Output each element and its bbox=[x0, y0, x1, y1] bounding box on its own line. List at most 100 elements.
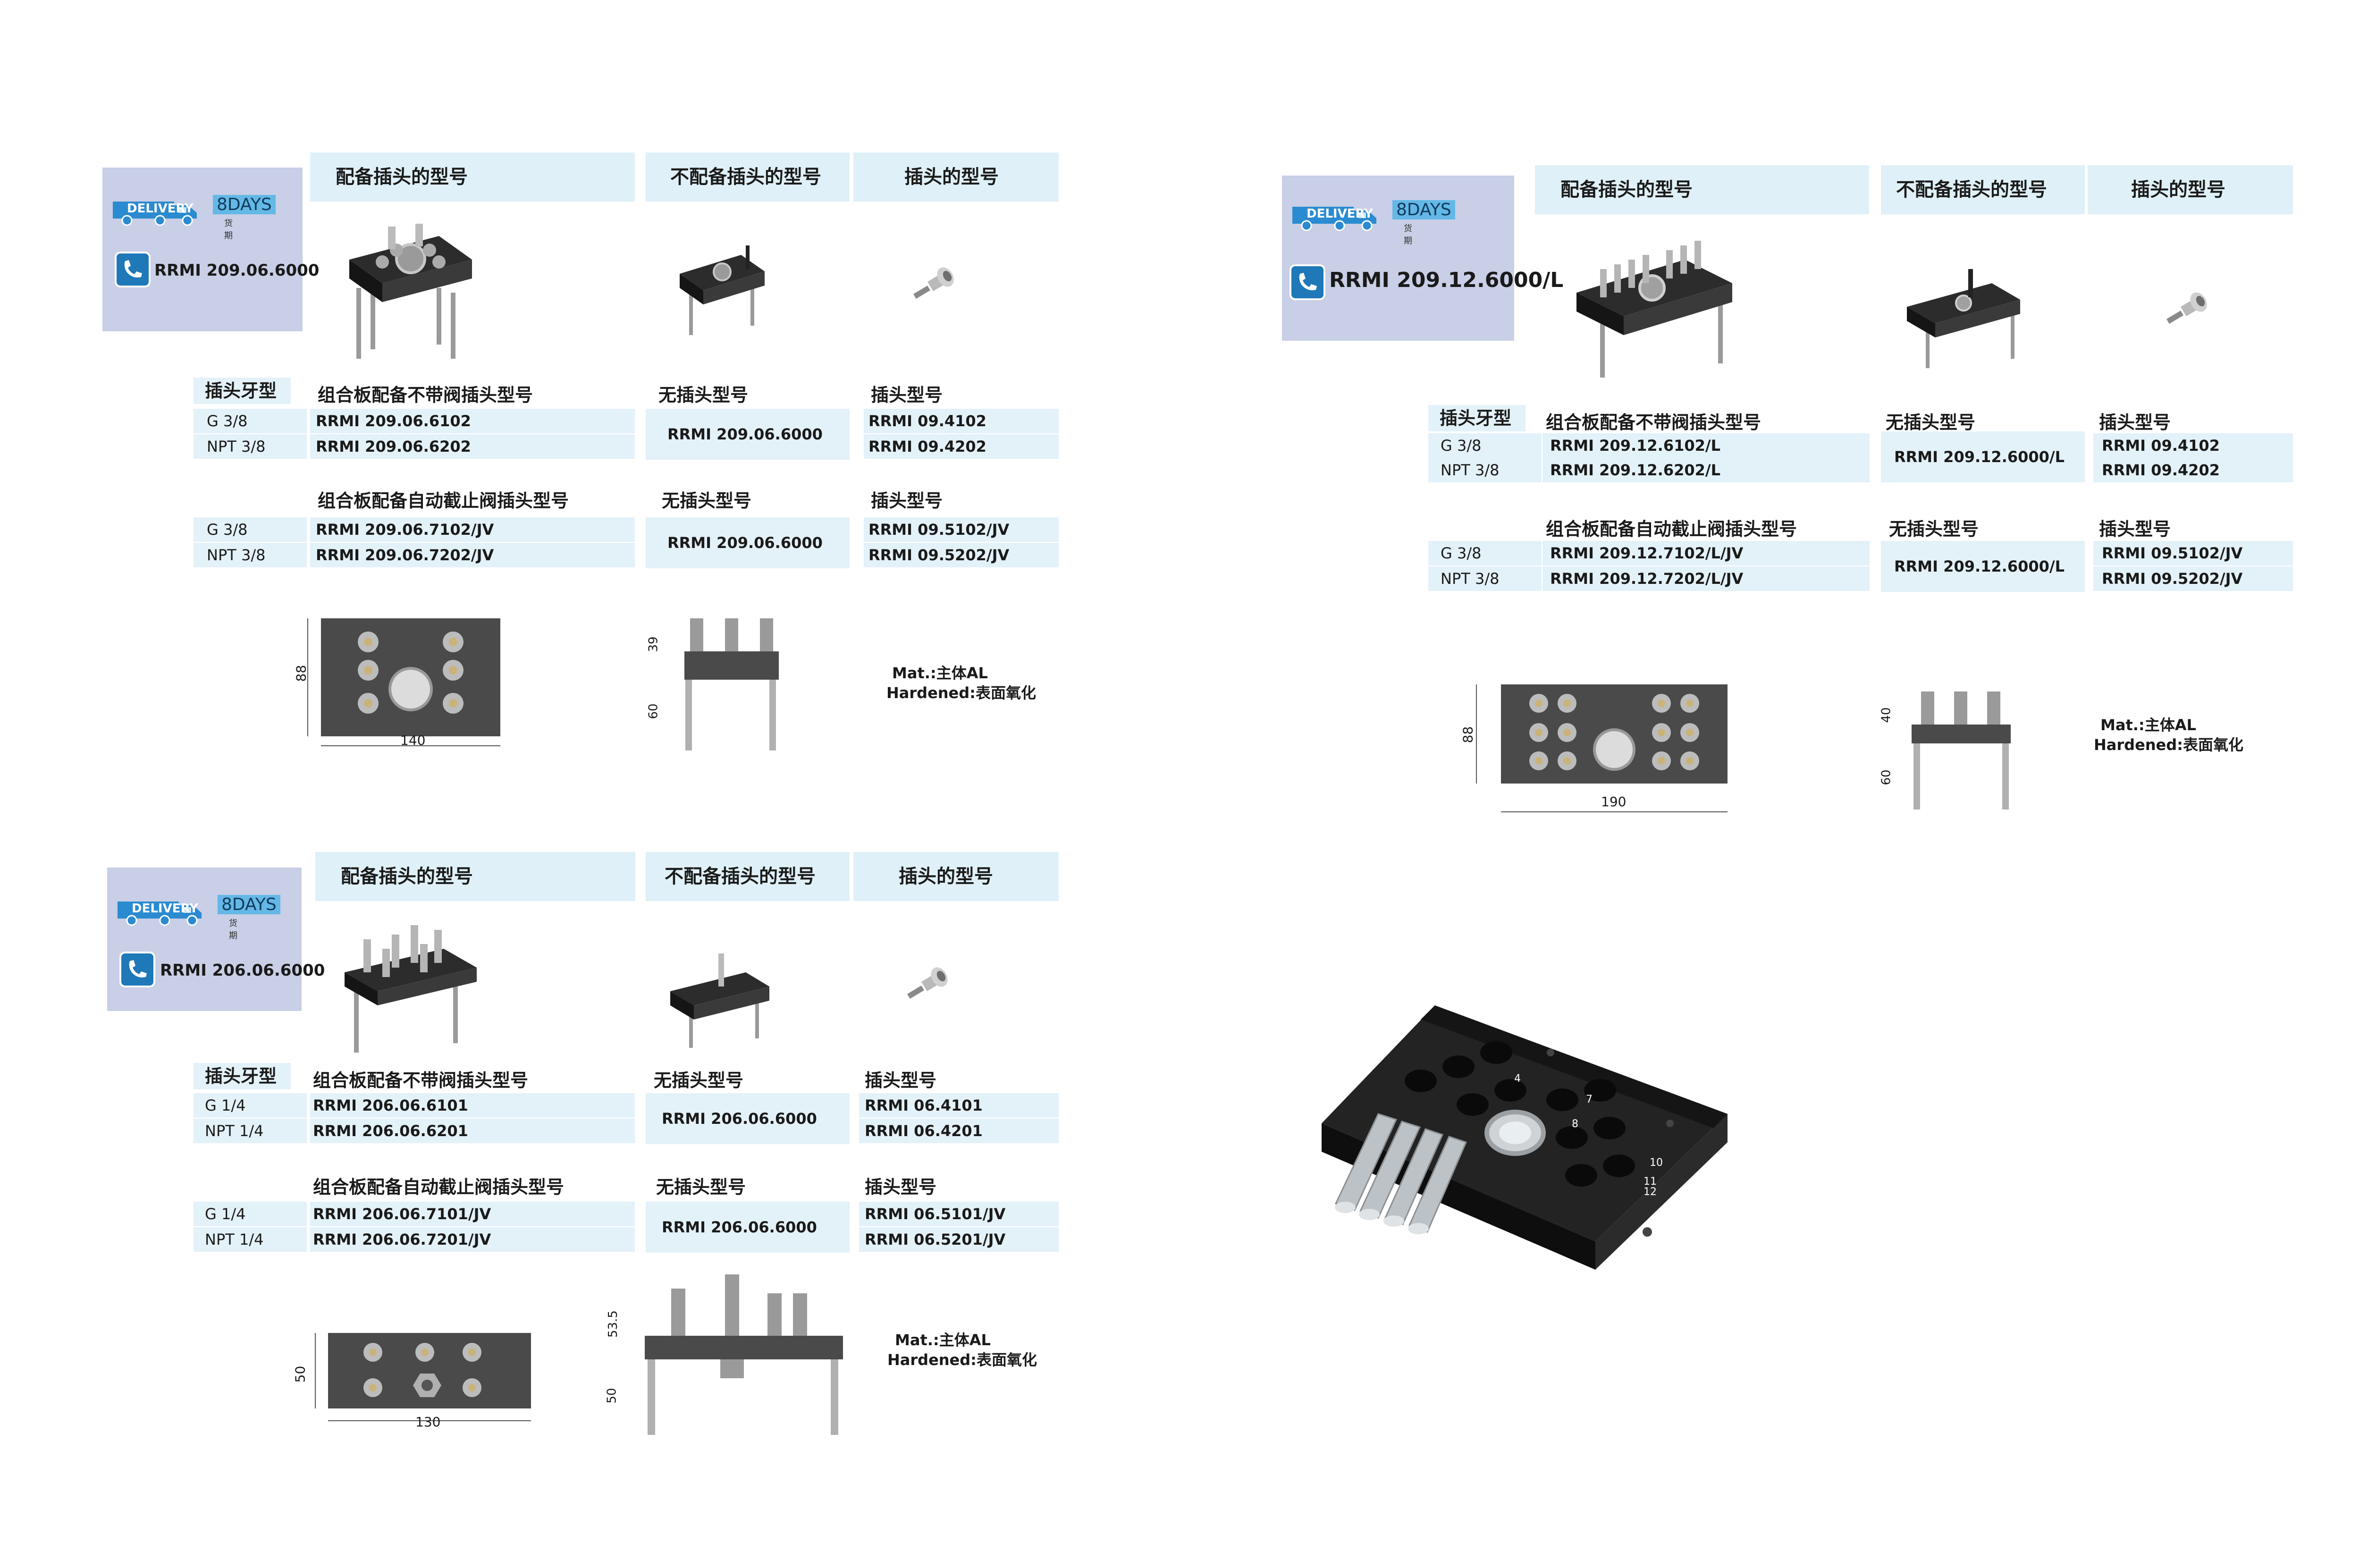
thread-cell: NPT 3/8 bbox=[194, 434, 307, 459]
noplug-header: 无插头型号 bbox=[656, 1177, 746, 1197]
top-view-drawing bbox=[1476, 684, 1728, 812]
dim-upper: 53.5 bbox=[606, 1310, 620, 1338]
combo-auto-header: 组合板配备自动截止阀插头型号 bbox=[313, 1177, 565, 1197]
phone-icon[interactable] bbox=[115, 252, 151, 287]
phone-icon[interactable] bbox=[1290, 264, 1325, 300]
header-with-plug: 配备插头的型号 bbox=[1535, 165, 1869, 214]
material-text: Mat.:主体AL bbox=[895, 1331, 991, 1349]
phone-icon[interactable] bbox=[119, 952, 155, 987]
material-text: Mat.:主体AL bbox=[2100, 716, 2196, 734]
dim-upper: 39 bbox=[646, 636, 661, 652]
product-image-with-plugs bbox=[349, 224, 472, 359]
plug-image bbox=[909, 257, 965, 304]
dim-height: 88 bbox=[1460, 726, 1476, 743]
product-code: RRMI 206.06.6000 bbox=[160, 961, 325, 980]
product-image-without-plugs bbox=[680, 245, 765, 335]
plug-image bbox=[2162, 282, 2218, 329]
plug-cell: RRMI 09.4102 bbox=[864, 409, 1059, 433]
noplug-header: 无插头型号 bbox=[658, 385, 749, 405]
photo-label: 7 bbox=[1586, 1094, 1593, 1105]
dim-lower: 60 bbox=[646, 703, 661, 719]
thread-cell: NPT 3/8 bbox=[194, 543, 307, 567]
combo-header: 组合板配备不带阀插头型号 bbox=[1546, 412, 1762, 433]
delivery-days: 8DAYS bbox=[218, 895, 280, 914]
header-plug: 插头的型号 bbox=[853, 852, 1059, 901]
combo-cell: RRMI 206.06.7101/JV bbox=[310, 1202, 635, 1226]
delivery-card: DELIVERY 8DAYS 货 期 RRMI 209.12.6000/L bbox=[1282, 176, 1563, 341]
header-without-plug: 不配备插头的型号 bbox=[646, 852, 850, 901]
combo-cell: RRMI 206.06.6101 bbox=[310, 1093, 635, 1118]
delivery-days: 8DAYS bbox=[1392, 200, 1455, 219]
plug-cell: RRMI 09.5202/JV bbox=[864, 543, 1059, 567]
product-image-without-plugs bbox=[670, 953, 769, 1048]
header-without-plug: 不配备插头的型号 bbox=[646, 152, 850, 202]
delivery-sub: 货 期 bbox=[224, 219, 241, 241]
plug-cell: RRMI 09.4202 bbox=[2093, 458, 2293, 482]
combo-header: 组合板配备不带阀插头型号 bbox=[313, 1070, 529, 1091]
combo-auto-header: 组合板配备自动截止阀插头型号 bbox=[1546, 519, 1797, 540]
combo-cell: RRMI 209.12.7102/L/JV bbox=[1542, 541, 1870, 565]
top-view-drawing bbox=[307, 618, 500, 746]
delivery-sub: 货 期 bbox=[1404, 224, 1421, 246]
plug-cell: RRMI 06.4101 bbox=[859, 1093, 1059, 1118]
delivery-card: DELIVERY 8DAYS 货 期 RRMI 206.06.6000 bbox=[107, 868, 325, 1011]
dim-height: 50 bbox=[292, 1366, 308, 1383]
thread-header: 插头牙型 bbox=[194, 1063, 291, 1089]
combo-cell: RRMI 209.06.7202/JV bbox=[310, 543, 635, 567]
header-with-plug: 配备插头的型号 bbox=[315, 852, 635, 901]
noplug-cell: RRMI 209.12.6000/L bbox=[1881, 431, 2085, 482]
combo-cell: RRMI 209.12.6102/L bbox=[1542, 433, 1870, 458]
thread-cell: G 3/8 bbox=[194, 517, 307, 542]
plug-cell: RRMI 09.4102 bbox=[2093, 433, 2293, 458]
delivery-card: DELIVERY 8DAYS 货 期 RRMI 209.06.6000 bbox=[102, 168, 319, 331]
dim-width: 190 bbox=[1601, 794, 1627, 809]
plug-header: 插头型号 bbox=[871, 490, 943, 511]
material-note: Mat.:主体AL Hardened:表面氧化 bbox=[2094, 715, 2243, 755]
plug-header: 插头型号 bbox=[865, 1070, 937, 1091]
photo-label: 8 bbox=[1572, 1118, 1578, 1130]
photo-label: 4 bbox=[1514, 1073, 1521, 1085]
plug-cell: RRMI 09.5202/JV bbox=[2093, 566, 2293, 591]
delivery-sub: 货 期 bbox=[229, 919, 246, 941]
plug-cell: RRMI 06.5101/JV bbox=[859, 1202, 1059, 1226]
combo-cell: RRMI 206.06.6201 bbox=[310, 1119, 635, 1143]
plug-cell: RRMI 06.4201 bbox=[859, 1119, 1059, 1143]
thread-cell: NPT 1/4 bbox=[194, 1227, 307, 1252]
hardened-text: Hardened:表面氧化 bbox=[887, 1351, 1037, 1369]
noplug-header: 无插头型号 bbox=[1886, 412, 1976, 433]
product-code: RRMI 209.06.6000 bbox=[154, 261, 320, 280]
plug-header: 插头型号 bbox=[2099, 519, 2171, 540]
product-code: RRMI 209.12.6000/L bbox=[1329, 268, 1564, 292]
dim-width: 130 bbox=[415, 1414, 441, 1430]
noplug-header: 无插头型号 bbox=[654, 1070, 744, 1091]
combo-cell: RRMI 206.06.7201/JV bbox=[310, 1227, 635, 1252]
noplug-cell: RRMI 209.06.6000 bbox=[646, 409, 850, 460]
plug-cell: RRMI 09.4202 bbox=[864, 434, 1059, 459]
header-without-plug: 不配备插头的型号 bbox=[1881, 165, 2085, 214]
photo-label: 10 bbox=[1650, 1157, 1663, 1169]
thread-header: 插头牙型 bbox=[1428, 405, 1526, 431]
product-image-without-plugs bbox=[1907, 269, 2020, 368]
noplug-cell: RRMI 206.06.6000 bbox=[646, 1202, 850, 1253]
dim-width: 140 bbox=[400, 733, 426, 748]
thread-header: 插头牙型 bbox=[194, 378, 291, 404]
noplug-header: 无插头型号 bbox=[1889, 519, 1979, 540]
product-photo: 4 7 8 10 11 12 bbox=[1322, 1005, 1728, 1270]
delivery-label: DELIVERY bbox=[1306, 207, 1373, 221]
dim-lower: 60 bbox=[1879, 769, 1894, 785]
noplug-header: 无插头型号 bbox=[662, 490, 752, 511]
plug-image bbox=[902, 957, 959, 1004]
thread-cell: G 3/8 bbox=[194, 409, 307, 433]
thread-cell: G 3/8 bbox=[1428, 541, 1542, 565]
plug-cell: RRMI 09.5102/JV bbox=[864, 517, 1059, 542]
thread-cell: NPT 3/8 bbox=[1428, 458, 1542, 482]
photo-label: 11 bbox=[1644, 1176, 1657, 1188]
combo-header: 组合板配备不带阀插头型号 bbox=[318, 385, 533, 405]
header-plug: 插头的型号 bbox=[853, 152, 1059, 202]
side-view-drawing bbox=[1912, 691, 2011, 809]
top-view-drawing bbox=[315, 1333, 531, 1421]
thread-cell: G 1/4 bbox=[194, 1093, 307, 1118]
plug-cell: RRMI 06.5201/JV bbox=[859, 1227, 1059, 1252]
noplug-cell: RRMI 209.06.6000 bbox=[646, 517, 850, 568]
header-plug: 插头的型号 bbox=[2088, 165, 2293, 214]
